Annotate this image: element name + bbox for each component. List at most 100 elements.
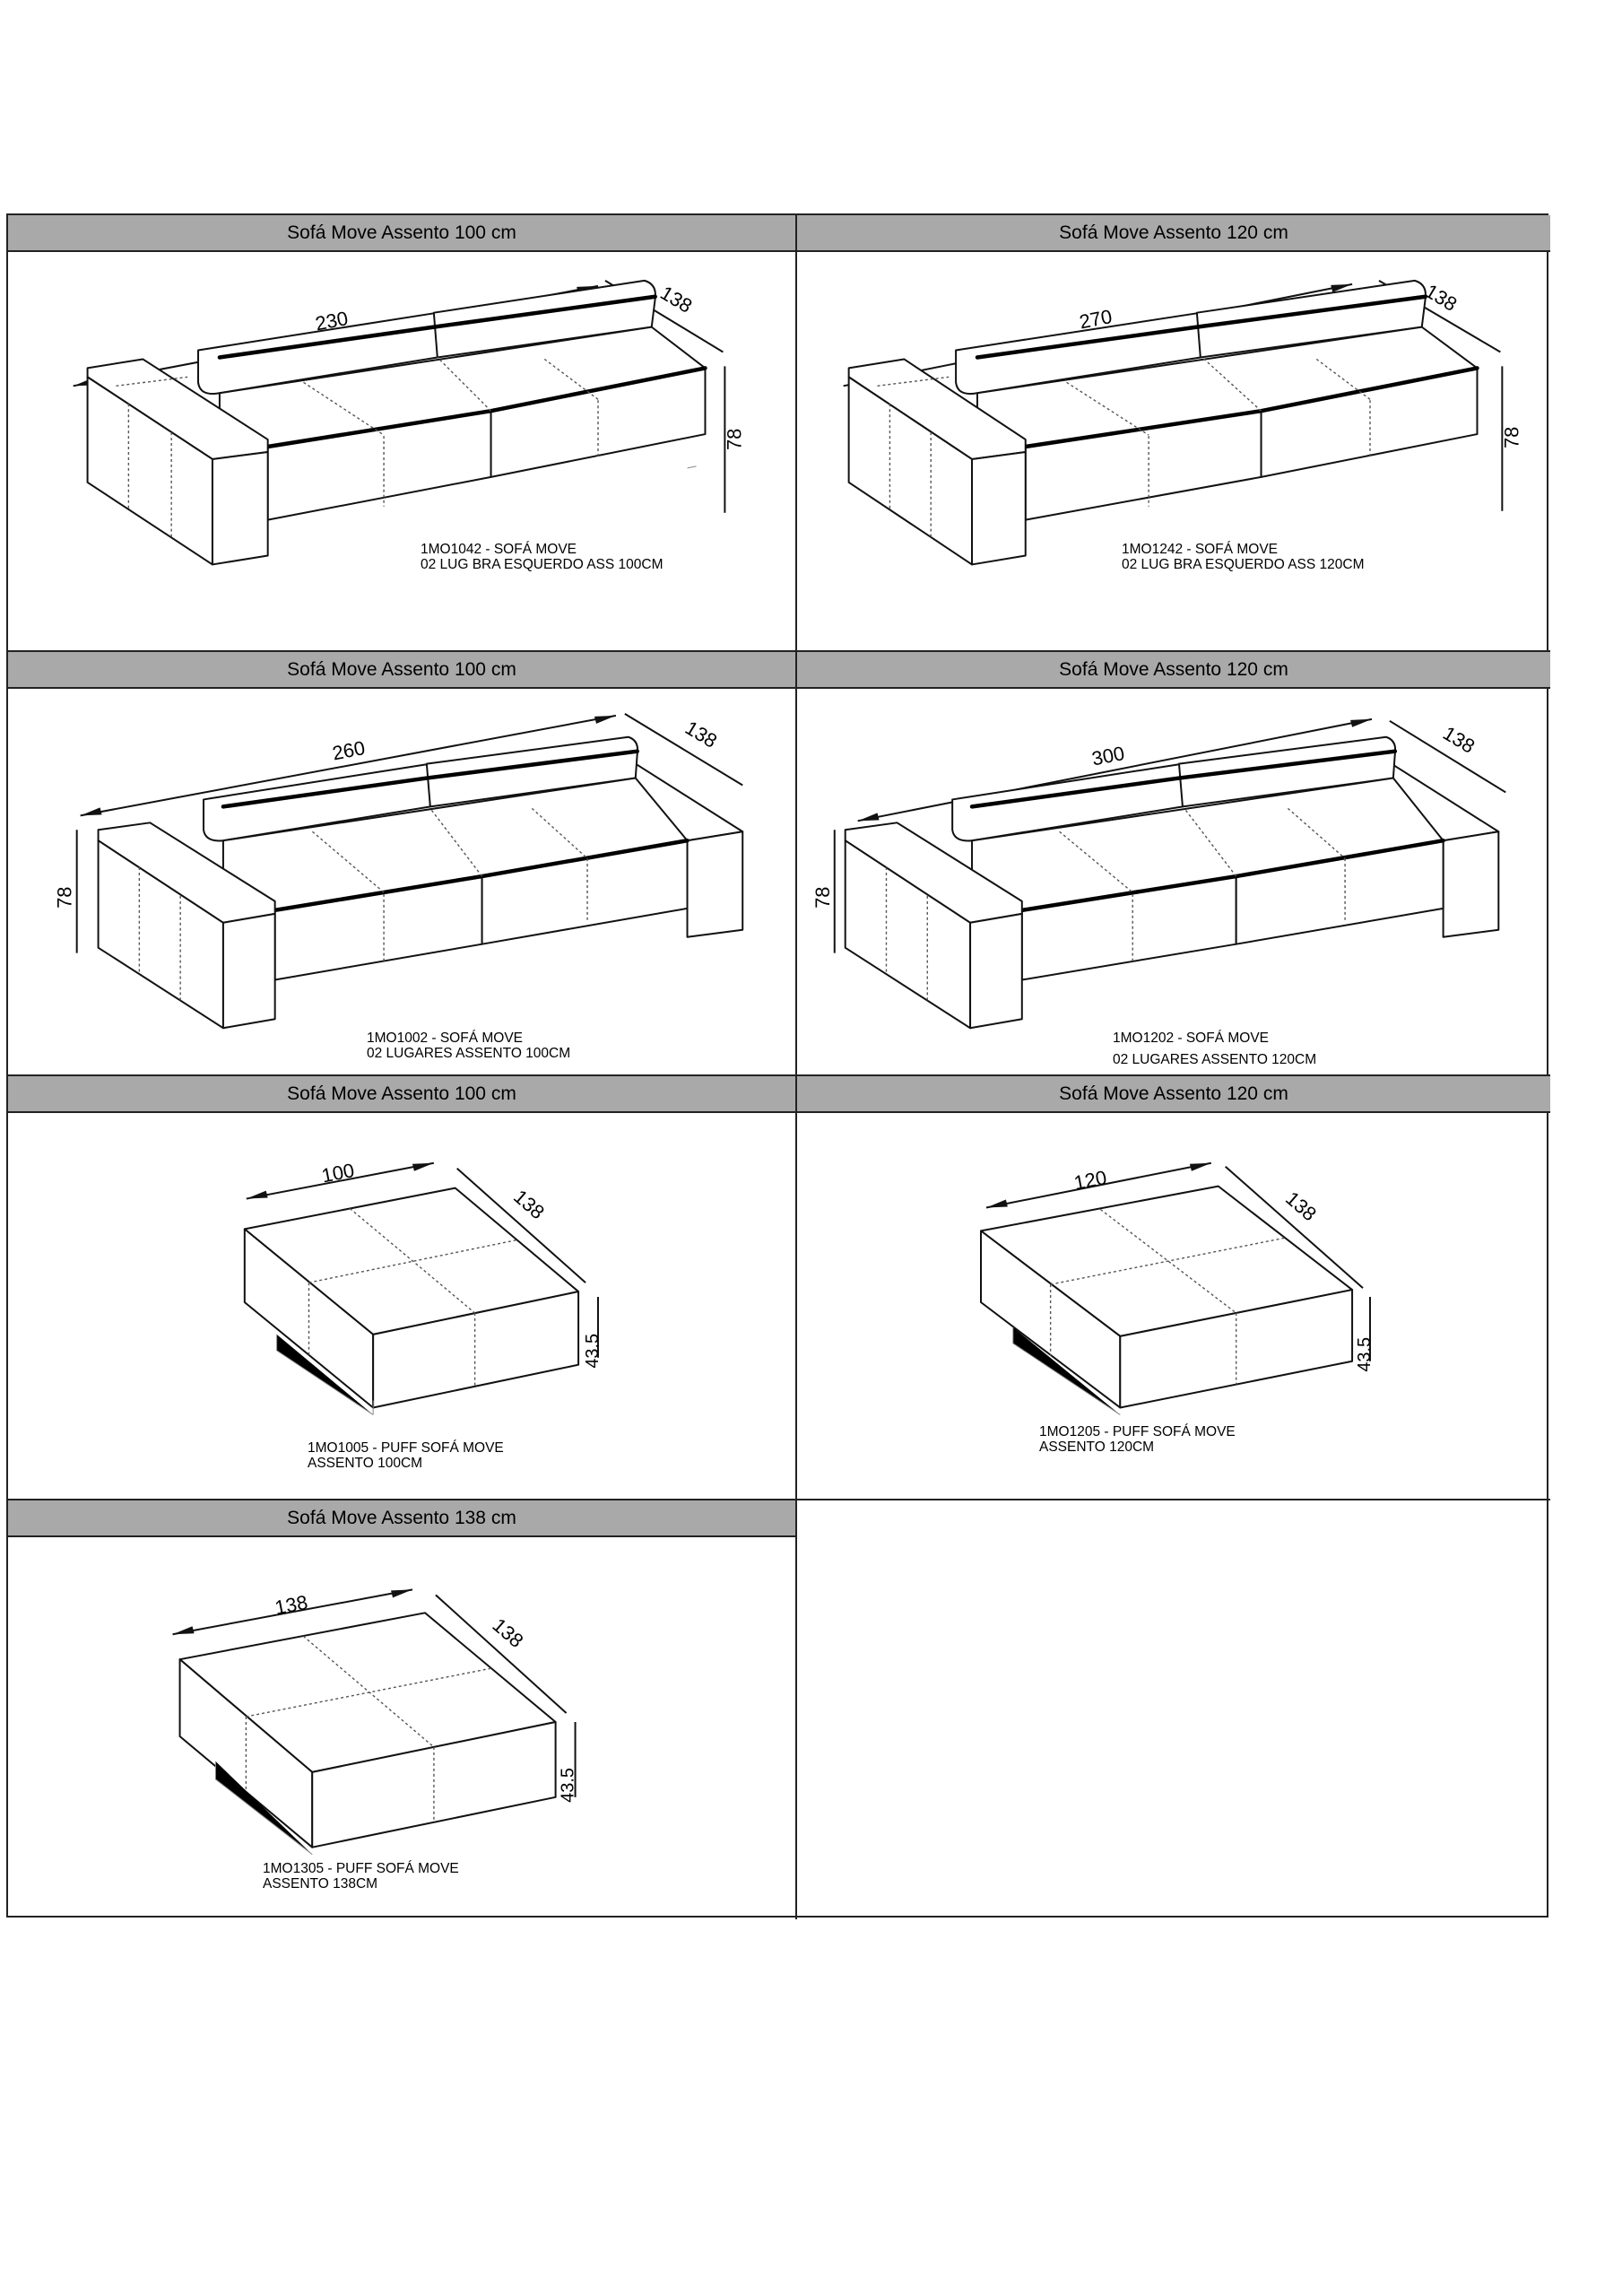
right-arm-side	[686, 831, 744, 938]
depth-dimension-line	[624, 713, 743, 787]
puff-top-seams	[246, 1635, 491, 1748]
arm-side	[211, 451, 269, 566]
product-code-line-1: 1MO1242 - SOFÁ MOVE	[1122, 542, 1278, 557]
puff-base	[214, 1761, 313, 1856]
puff-front	[1119, 1289, 1354, 1409]
height-dimension-label: 43.5	[583, 1334, 603, 1369]
product-code-line-1: 1MO1005 - PUFF SOFÁ MOVE	[308, 1440, 504, 1456]
sofa-arm-left-svg: 230 138 78	[73, 279, 745, 566]
back-cushion-right	[432, 279, 656, 359]
depth-dimension-label: 138	[1281, 1187, 1321, 1225]
seat-seams	[303, 356, 599, 436]
depth-dimension-line	[1225, 1165, 1364, 1289]
product-code-line-2: ASSENTO 138CM	[263, 1876, 378, 1892]
width-dimension-label: 300	[1090, 742, 1127, 770]
product-code: 1MO1042 - SOFÁ MOVE 02 LUG BRA ESQUERDO …	[421, 542, 664, 572]
product-code-line-2: 02 LUG BRA ESQUERDO ASS 100CM	[421, 557, 664, 572]
depth-dimension-label: 138	[1421, 280, 1461, 316]
product-code-line-2: ASSENTO 100CM	[308, 1456, 423, 1471]
arrowhead	[172, 1626, 195, 1635]
product-cell-1mo1202: Sofá Move Assento 120 cm 300 138 78	[797, 652, 1550, 1076]
product-cell-1mo1205: Sofá Move Assento 120 cm 120 138 43.5 1M…	[797, 1076, 1550, 1500]
foot	[687, 465, 697, 469]
product-code-line-2: 02 LUGARES ASSENTO 100CM	[367, 1046, 571, 1061]
product-sheet: Sofá Move Assento 100 cm 230 138 78	[6, 213, 1550, 1919]
sofa-two-arms-svg: 300 138 78	[811, 718, 1506, 1030]
depth-dimension-label: 138	[656, 282, 696, 317]
product-code: 1MO1242 - SOFÁ MOVE 02 LUG BRA ESQUERDO …	[1122, 542, 1365, 572]
back-cushion-right	[425, 735, 639, 808]
puff-svg: 100 138 43.5	[243, 1159, 603, 1415]
product-code-line-1: 1MO1305 - PUFF SOFÁ MOVE	[263, 1861, 459, 1876]
product-code-line-1: 1MO1205 - PUFF SOFÁ MOVE	[1039, 1424, 1236, 1439]
product-code-line-1: 1MO1002 - SOFÁ MOVE	[367, 1031, 523, 1046]
width-dimension-label: 138	[273, 1591, 310, 1620]
cell-header: Sofá Move Assento 120 cm	[797, 215, 1550, 252]
product-code: 1MO1002 - SOFÁ MOVE 02 LUGARES ASSENTO 1…	[367, 1031, 570, 1061]
arrowhead	[594, 715, 616, 724]
arm-side	[971, 451, 1027, 566]
puff-svg: 120 138 43.5	[980, 1161, 1375, 1415]
depth-dimension-label: 138	[681, 717, 721, 752]
sofa-drawing-1mo1002: 260 138 78	[8, 689, 795, 1074]
back-cushion-top-edge	[221, 749, 640, 809]
height-dimension-label: 78	[811, 887, 834, 909]
depth-dimension-line	[435, 1594, 568, 1714]
product-code: 1MO1202 - SOFÁ MOVE 02 LUGARES ASSENTO 1…	[1113, 1031, 1316, 1067]
depth-dimension-label: 138	[509, 1185, 549, 1223]
width-dimension-line	[172, 1588, 413, 1636]
arrowhead	[412, 1162, 434, 1171]
puff-top-seams	[1050, 1208, 1285, 1314]
arrowhead	[1350, 718, 1372, 727]
product-cell-1mo1305: Sofá Move Assento 138 cm 138 138 43.5 1M…	[8, 1500, 797, 1919]
width-dimension-line	[985, 1161, 1211, 1209]
back-cushion-left	[951, 762, 1184, 842]
arrowhead	[1189, 1162, 1211, 1171]
back-cushion-right	[1195, 279, 1427, 359]
product-code: 1MO1005 - PUFF SOFÁ MOVE ASSENTO 100CM	[308, 1440, 504, 1471]
depth-dimension-line	[1389, 719, 1506, 794]
product-code-line-1: 1MO1202 - SOFÁ MOVE	[1113, 1031, 1269, 1046]
arrowhead	[1331, 283, 1353, 292]
cell-header: Sofá Move Assento 100 cm	[8, 215, 795, 252]
arrowhead	[857, 813, 880, 822]
product-cell-1mo1042: Sofá Move Assento 100 cm 230 138 78	[8, 215, 797, 652]
cell-header: Sofá Move Assento 100 cm	[8, 1076, 795, 1113]
product-code-line-2: 02 LUG BRA ESQUERDO ASS 120CM	[1122, 557, 1365, 572]
puff-svg: 138 138 43.5	[172, 1588, 578, 1856]
sofa-drawing-1mo1042: 230 138 78	[8, 252, 795, 650]
seat-front-seams	[1148, 400, 1371, 507]
width-dimension-label: 100	[320, 1159, 357, 1187]
puff-front	[372, 1291, 580, 1409]
sofa-drawing-1mo1202: 300 138 78	[797, 689, 1550, 1074]
product-code-line-2: ASSENTO 120CM	[1039, 1439, 1155, 1455]
left-arm-side	[969, 912, 1023, 1030]
product-code-line-2: 02 LUGARES ASSENTO 120CM	[1113, 1052, 1317, 1067]
height-dimension-label: 78	[54, 887, 76, 909]
arrowhead	[985, 1199, 1008, 1208]
back-cushion-top-edge	[969, 749, 1398, 809]
height-dimension-label: 43.5	[1355, 1337, 1375, 1372]
puff-top-seams	[308, 1207, 518, 1314]
height-dimension-label: 78	[1500, 427, 1522, 448]
left-arm-side	[221, 912, 276, 1030]
arrowhead	[246, 1190, 268, 1199]
height-dimension-label: 43.5	[559, 1768, 578, 1803]
sofa-arm-left-svg: 270 138 78	[843, 279, 1522, 566]
back-cushion-left	[203, 762, 431, 842]
puff-side-seams	[308, 1283, 476, 1387]
width-dimension-line	[857, 718, 1373, 822]
width-dimension-label: 260	[331, 736, 368, 765]
height-dimension-label: 78	[723, 429, 745, 450]
product-cell-1mo1005: Sofá Move Assento 100 cm 100 138 43.5 1M…	[8, 1076, 797, 1500]
product-cell-1mo1002: Sofá Move Assento 100 cm 260 138 78	[8, 652, 797, 1076]
puff-drawing-1mo1305: 138 138 43.5 1MO1305 - PUFF SOFÁ MOVE AS…	[8, 1537, 795, 1919]
seat-front-seams	[383, 400, 599, 507]
product-code-line-1: 1MO1042 - SOFÁ MOVE	[421, 542, 577, 557]
sofa-drawing-1mo1242: 270 138 78 1MO1242 - SOFÁ	[797, 252, 1550, 650]
product-cell-1mo1242: Sofá Move Assento 120 cm 270 138 78	[797, 215, 1550, 652]
seat-seams	[1066, 356, 1371, 436]
product-code: 1MO1305 - PUFF SOFÁ MOVE ASSENTO 138CM	[263, 1861, 459, 1892]
empty-cell	[797, 1500, 1550, 1919]
arrowhead	[391, 1589, 412, 1598]
